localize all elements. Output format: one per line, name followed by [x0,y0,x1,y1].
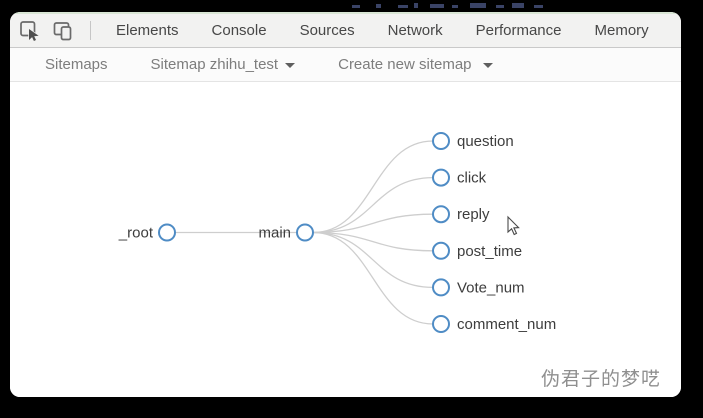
graph-node-parent[interactable] [296,223,314,242]
tab-memory[interactable]: Memory [594,22,649,39]
tabs-strip: Elements Console Sources Network Perform… [116,22,649,39]
graph-node-child-post_time[interactable] [432,241,450,260]
sitemap-graph: _root main question click reply post_timeVote… [118,132,556,333]
tab-sources[interactable]: Sources [299,22,355,39]
graph-link [312,140,434,234]
graph-link [312,231,434,289]
caret-down-icon [285,63,296,68]
devtools-window: Elements Console Sources Network Perform… [10,12,681,397]
sitemaps-menu-item[interactable]: Sitemaps [45,56,108,73]
inspect-element-button[interactable] [18,19,42,43]
graph-node-label: click [457,170,487,187]
graph-node-label: comment_num [457,316,556,333]
background-page-text-fragments [346,1,556,9]
caret-down-icon [482,63,493,68]
graph-node-label: question [457,133,514,150]
graph-node-label: post_time [457,243,522,260]
graph-node-child-comment_num[interactable] [432,315,450,333]
devtools-tab-bar: Elements Console Sources Network Perform… [10,14,681,48]
graph-node-label: Vote_num [457,279,525,296]
sitemap-select-dropdown[interactable]: Sitemap zhihu_test [151,56,296,73]
inspect-element-icon [20,20,41,42]
tab-performance[interactable]: Performance [475,22,562,39]
graph-link [312,231,434,252]
graph-node-child-Vote_num[interactable] [432,278,450,297]
graph-node-child-click[interactable] [432,168,450,187]
watermark-text: 伪君子的梦呓 [540,369,661,390]
graph-link [312,176,434,234]
tab-console[interactable]: Console [211,22,267,39]
graph-node-child-reply[interactable] [432,205,450,224]
graph-node-label: reply [457,206,490,223]
graph-node-child-question[interactable] [432,132,450,150]
create-new-sitemap-label: Create new sitemap [338,56,472,73]
create-new-sitemap-dropdown[interactable]: Create new sitemap [338,56,493,73]
graph-node-root[interactable] [158,223,176,242]
graph-link [312,213,434,234]
window-top-edge [10,12,681,14]
graph-link [312,231,434,325]
toolbar-separator [90,21,91,40]
mouse-cursor-icon [507,215,520,236]
device-toolbar-icon [53,21,71,40]
device-toolbar-button[interactable] [51,19,75,43]
sitemap-select-label: Sitemap zhihu_test [150,56,279,73]
graph-node-label: _root [118,225,154,242]
graph-node-label: main [258,225,291,242]
sitemaps-label: Sitemaps [45,56,108,73]
webscraper-toolbar: Sitemaps Sitemap zhihu_test Create new s… [10,48,681,82]
tab-elements[interactable]: Elements [116,22,179,39]
tab-network[interactable]: Network [387,22,443,39]
